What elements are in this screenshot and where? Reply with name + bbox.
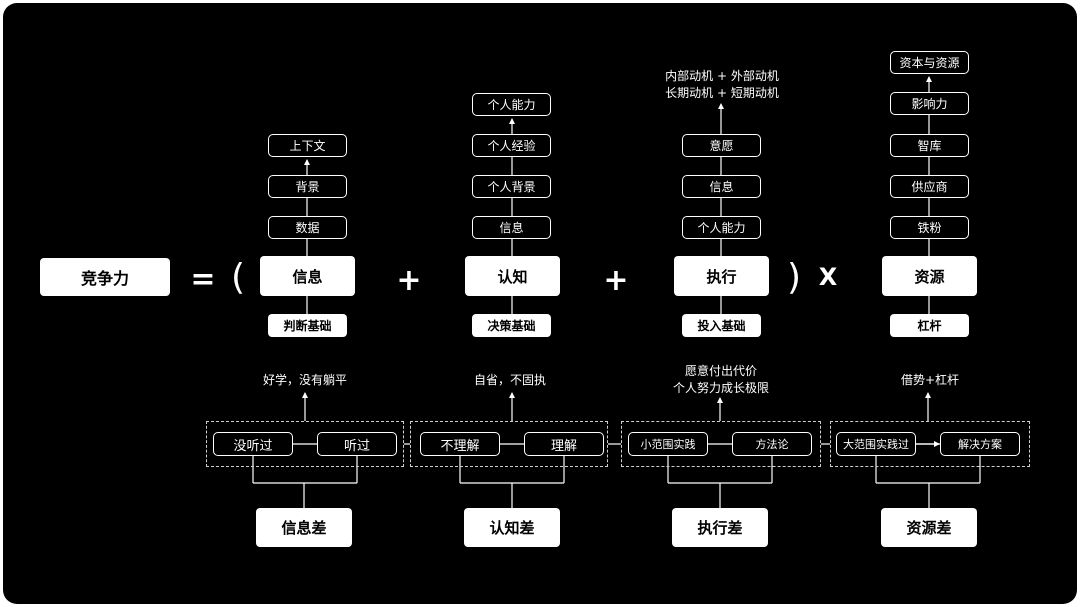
gap-label-cognition: 认知差 [464, 508, 560, 547]
chain-personal-ability: 个人能力 [472, 93, 551, 116]
paren-close: ) [786, 256, 802, 298]
plus-sign-1: + [396, 262, 422, 298]
chain-cognition-information: 信息 [472, 216, 551, 239]
chain-suppliers: 供应商 [890, 175, 969, 198]
term-resource-box: 资源 [882, 256, 977, 296]
base-judgment: 判断基础 [268, 314, 347, 337]
term-resource-label: 资源 [914, 267, 945, 286]
gap-group-resource [830, 421, 1030, 467]
chain-loyal-fans: 铁粉 [890, 216, 969, 239]
chain-personal-experience: 个人经验 [472, 134, 551, 157]
gap-label-information: 信息差 [256, 508, 352, 547]
term-execution-label: 执行 [706, 267, 737, 286]
gap-info-to: 听过 [317, 432, 397, 456]
term-information-label: 信息 [292, 267, 323, 286]
gap-execution-to: 方法论 [732, 432, 812, 456]
term-information-box: 信息 [260, 256, 355, 296]
base-decision: 决策基础 [472, 314, 551, 337]
motivation-note-line-2: 长期动机 + 短期动机 [665, 86, 779, 100]
chain-think-tank: 智库 [890, 134, 969, 157]
lhs-competitiveness-box: 竞争力 [40, 258, 170, 296]
base-investment: 投入基础 [682, 314, 761, 337]
gap-execution-from: 小范围实践 [628, 432, 708, 456]
equals-sign: = [190, 261, 216, 297]
gap-execution-outcome-line-1: 愿意付出代价 [684, 364, 757, 378]
gap-group-cognition [410, 421, 608, 467]
chain-personal-background: 个人背景 [472, 175, 551, 198]
motivation-note-line-1: 内部动机 + 外部动机 [665, 69, 779, 83]
chain-background: 背景 [268, 175, 347, 198]
gap-resource-outcome: 借势+杠杆 [900, 373, 960, 387]
paren-open: ( [230, 256, 246, 298]
chain-data: 数据 [268, 216, 347, 239]
chain-execution-information: 信息 [682, 175, 761, 198]
plus-sign-2: + [603, 262, 629, 298]
term-execution-box: 执行 [674, 256, 769, 296]
gap-execution-outcome-line-2: 个人努力成长极限 [672, 381, 769, 395]
gap-info-from: 没听过 [213, 432, 293, 456]
gap-label-resource: 资源差 [881, 508, 977, 547]
chain-influence: 影响力 [890, 92, 969, 115]
gap-resource-from: 大范围实践过 [836, 432, 916, 456]
term-cognition-label: 认知 [497, 267, 528, 286]
times-sign: X [818, 263, 838, 291]
term-cognition-box: 认知 [465, 256, 560, 296]
gap-info-outcome: 好学，没有躺平 [262, 373, 347, 387]
lhs-label: 竞争力 [80, 269, 129, 288]
gap-group-information [206, 421, 404, 467]
base-leverage: 杠杆 [890, 314, 969, 337]
chain-willingness: 意愿 [682, 134, 761, 157]
gap-group-execution [621, 421, 821, 467]
chain-capital-resources: 资本与资源 [890, 51, 969, 74]
chain-context: 上下文 [268, 134, 347, 157]
gap-cognition-from: 不理解 [420, 432, 500, 456]
gap-cognition-outcome: 自省，不固执 [473, 373, 546, 387]
gap-label-execution: 执行差 [672, 508, 768, 547]
chain-execution-ability: 个人能力 [682, 216, 761, 239]
gap-resource-to: 解决方案 [940, 432, 1020, 456]
gap-cognition-to: 理解 [524, 432, 604, 456]
